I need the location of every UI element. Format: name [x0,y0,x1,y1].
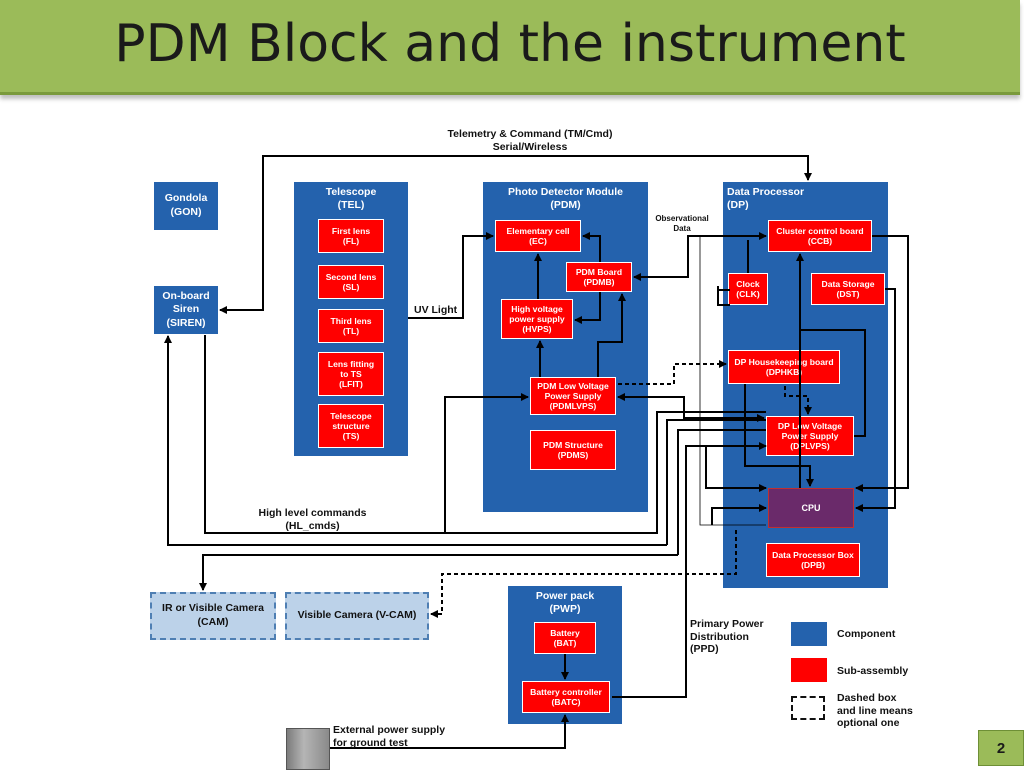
battery-controller-box: Battery controller(BATC) [522,681,610,713]
pdmlvps-feed-line [444,393,529,532]
hl-commands-line [204,335,766,534]
slide-number: 2 [978,730,1024,766]
dphkb-box: DP Housekeeping board(DPHKB) [728,350,840,384]
battery-box: Battery(BAT) [534,622,596,654]
cpu-box: CPU [768,488,854,528]
legend-subassembly-swatch [791,658,827,682]
third-lens-box: Third lens(TL) [318,309,384,343]
visible-camera-box: Visible Camera (V-CAM) [285,592,429,640]
dpb-box: Data Processor Box(DPB) [766,543,860,577]
legend-component-swatch [791,622,827,646]
legend-dashed-swatch [791,696,825,720]
pwp-title: Power pack(PWP) [535,590,595,615]
page-title: PDM Block and the instrument [114,14,906,74]
power-supply-image [286,728,330,770]
legend-subassembly-label: Sub-assembly [837,665,909,677]
title-bar: PDM Block and the instrument [0,0,1020,95]
pdm-structure-box: PDM Structure(PDMS) [530,430,616,470]
ir-camera-box: IR or Visible Camera(CAM) [150,592,276,640]
pdmb-hvps-line [574,292,601,324]
telemetry-label: Telemetry & Command (TM/Cmd)Serial/Wirel… [447,128,613,153]
cam-line [203,429,766,590]
ppd-line [612,442,767,698]
telemetry-line [219,155,812,314]
dphkb-cpu-line [744,384,814,487]
pdmb-ec-line [582,232,601,262]
lvps-link-line [617,393,765,422]
dst-cpu-line [855,288,896,512]
uv-light-label: UV Light [414,304,458,316]
cpu-feed-line-2 [711,504,767,525]
dplvps-ccb-line [800,329,866,437]
dashed-vcam-line [430,530,737,618]
pdmb-ccb-line [633,232,767,281]
observational-line [699,236,766,526]
ccb-cpu-line [855,235,909,492]
lvps-pdmb-line [597,293,626,377]
legend-component-label: Component [837,628,896,640]
uv-light-line [408,232,494,319]
data-storage-box: Data Storage(DST) [811,273,885,305]
dashed-dphkb-dplvps [784,386,812,415]
gondola-box: Gondola(GON) [154,182,218,230]
cpu-feed-line [705,446,767,492]
dashed-lvps-dphkb [618,360,727,385]
external-power-line [330,714,569,749]
hl-commands-label: High level commands(HL_cmds) [258,507,367,532]
siren-loop-line [168,336,766,546]
clock-cpu-line [717,286,730,306]
